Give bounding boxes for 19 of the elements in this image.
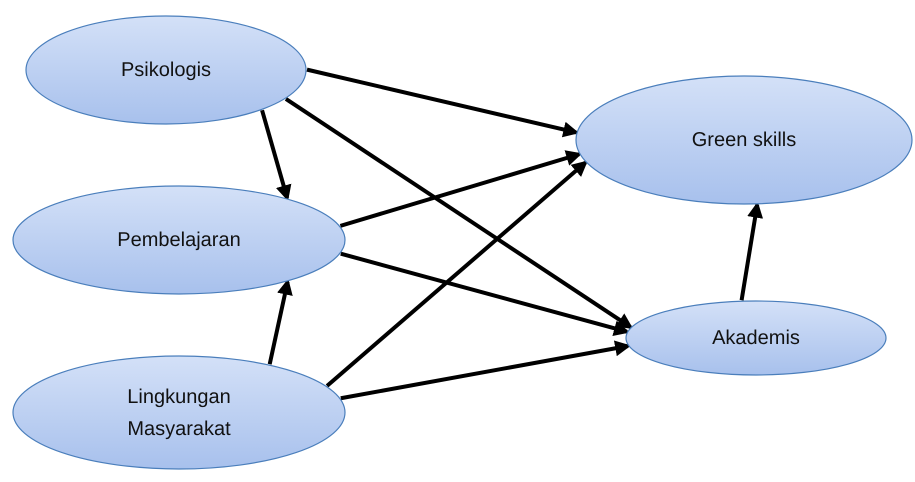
arrow [340, 150, 582, 228]
ellipse-node [625, 300, 887, 376]
arrow [326, 160, 588, 388]
arrow [306, 68, 580, 138]
ellipse-node [12, 355, 346, 470]
node-label: Lingkungan Masyarakat [126, 384, 232, 442]
arrow [268, 278, 293, 365]
node-label: Pembelajaran [117, 228, 241, 253]
arrow [740, 202, 764, 301]
node-label: Green skills [692, 128, 796, 153]
ellipse-node [12, 185, 346, 295]
arrow [284, 97, 634, 329]
arrow [340, 340, 632, 400]
node-label: Akademis [712, 326, 800, 351]
arrow [260, 110, 292, 202]
ellipse-node [575, 75, 913, 205]
ellipse-node [25, 15, 307, 125]
arrow [340, 252, 630, 336]
node-label: Psikologis [120, 58, 212, 83]
